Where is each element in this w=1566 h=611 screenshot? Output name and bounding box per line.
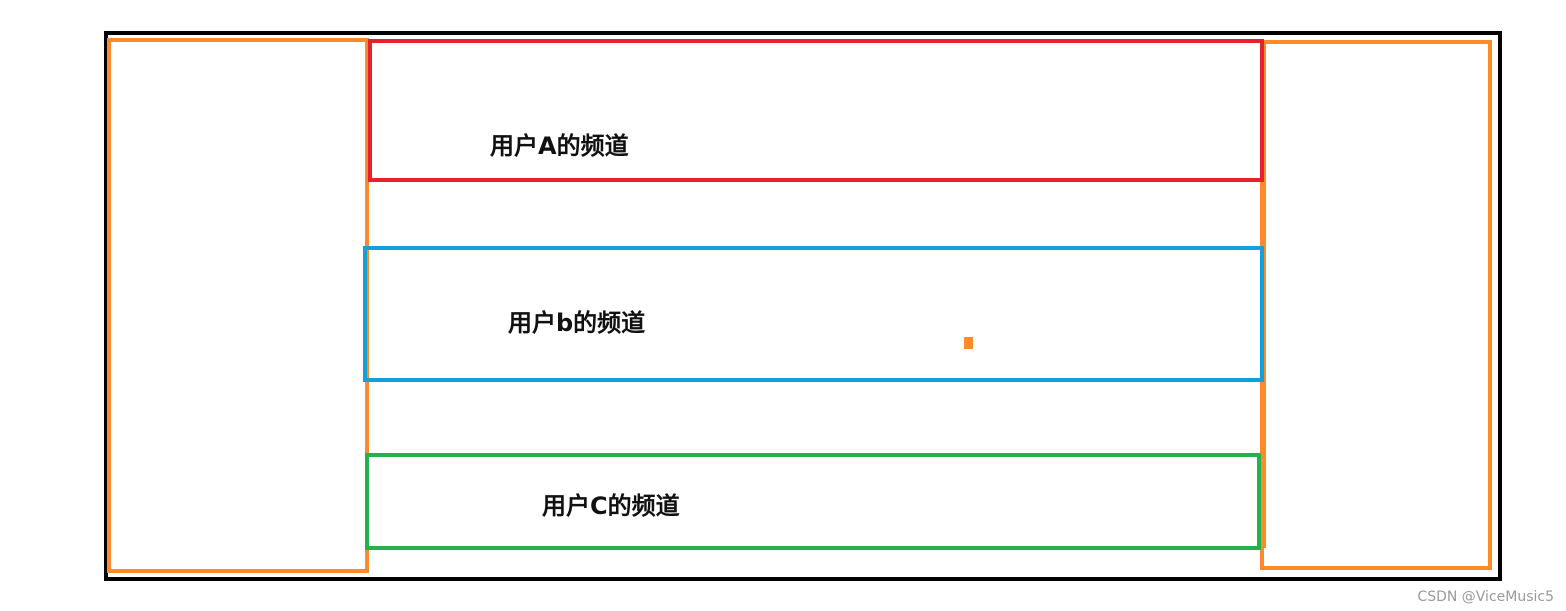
channel-a-box bbox=[368, 39, 1264, 182]
outer-frame bbox=[104, 31, 1502, 581]
right-panel bbox=[1260, 40, 1492, 570]
orange-dot-marker bbox=[964, 337, 973, 349]
channel-a-label: 用户A的频道 bbox=[490, 132, 629, 160]
watermark: CSDN @ViceMusic5 bbox=[1417, 589, 1554, 605]
channel-b-label: 用户b的频道 bbox=[508, 309, 646, 337]
channel-b-box bbox=[363, 246, 1264, 382]
left-panel bbox=[107, 38, 369, 573]
channel-c-label: 用户C的频道 bbox=[542, 492, 680, 520]
channel-c-box bbox=[365, 453, 1261, 550]
center-panel bbox=[365, 42, 1266, 548]
